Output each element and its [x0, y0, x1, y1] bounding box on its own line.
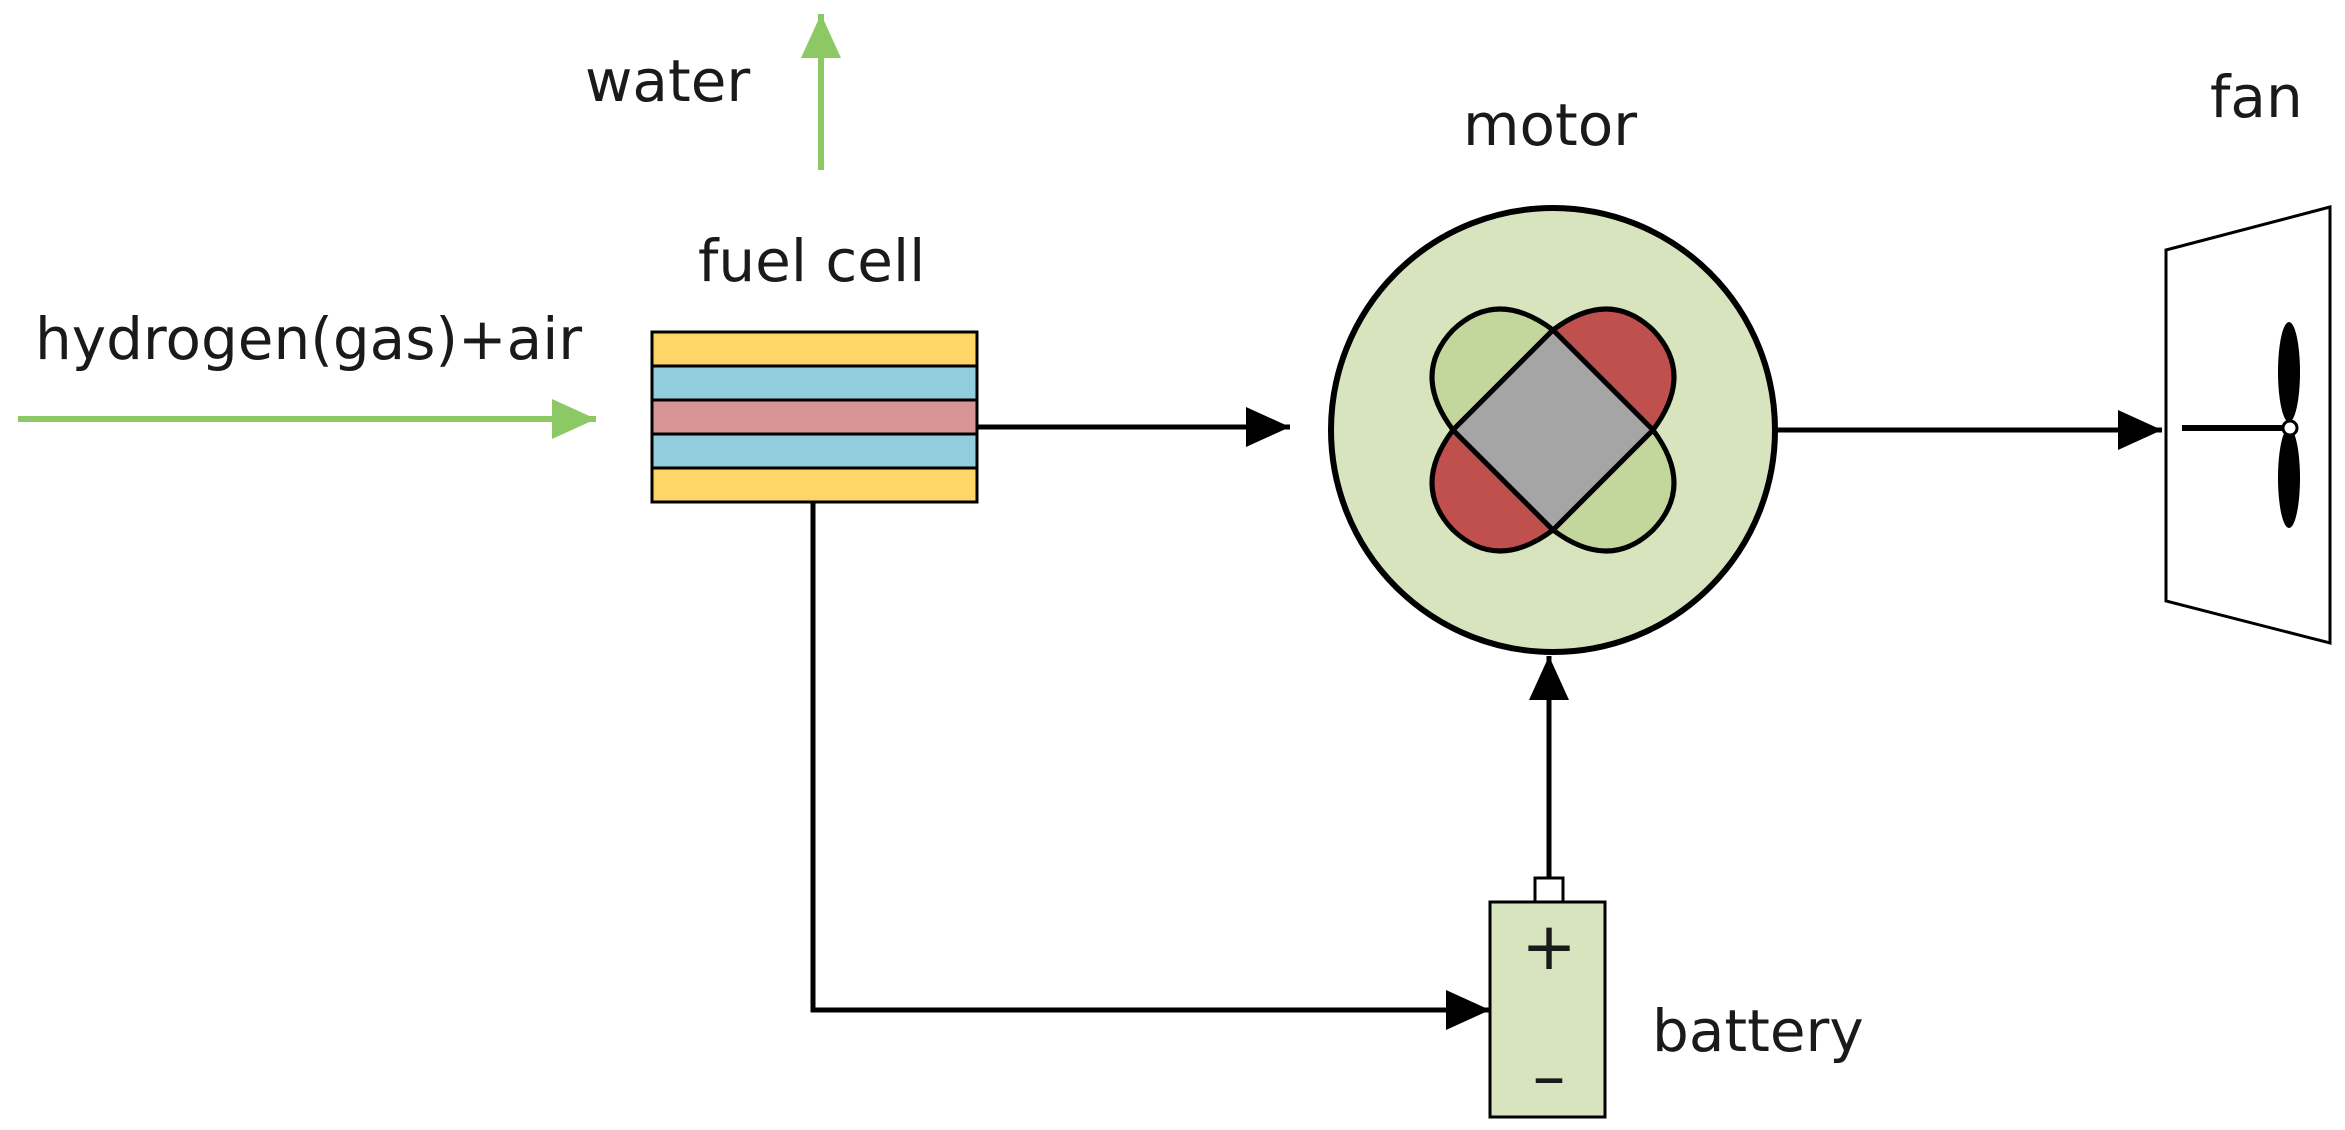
fan [2164, 205, 2332, 645]
fuel-cell-label: fuel cell [698, 227, 925, 295]
battery-minus-sign: – [1533, 1038, 1566, 1115]
battery-body [1488, 900, 1607, 1119]
cell-layer-top [650, 330, 979, 368]
fuel-cell-to-battery-wire [810, 502, 1490, 1030]
cell-layer-center [650, 398, 979, 436]
cell-layer-2 [650, 364, 979, 402]
motor [1328, 205, 1778, 655]
fan-hub [2281, 419, 2299, 437]
cell-layer-bottom [650, 466, 979, 504]
fan-label: fan [2210, 63, 2303, 131]
battery-plus-sign: + [1521, 908, 1576, 985]
cell-layer-4 [650, 432, 979, 470]
fan-blade-bottom [2278, 428, 2300, 528]
rotor-core [1450, 327, 1656, 533]
battery: + – [1488, 876, 1607, 1119]
battery-terminal [1533, 876, 1565, 904]
fan-blade-top [2278, 322, 2300, 422]
input-label: hydrogen(gas)+air [35, 305, 582, 373]
motor-label: motor [1463, 91, 1637, 159]
battery-label: battery [1652, 997, 1864, 1065]
water-label: water [585, 47, 750, 115]
fuel-cell-stack [650, 330, 979, 504]
